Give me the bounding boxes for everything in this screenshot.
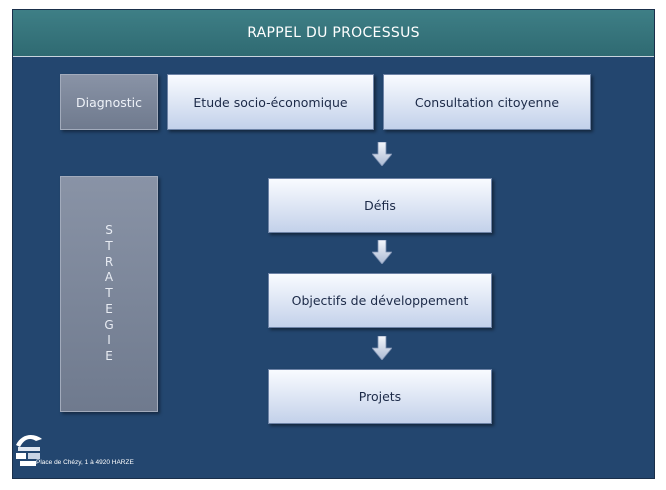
- footer-address: Place de Chézy, 1 à 4920 HARZE: [36, 459, 134, 466]
- projets-label: Projets: [358, 389, 402, 404]
- consultation-citoyenne-box: Consultation citoyenne: [383, 74, 591, 130]
- strategy-letter: T: [105, 286, 113, 301]
- etude-socio-economique-box: Etude socio-économique: [167, 74, 374, 130]
- title-bar: RAPPEL DU PROCESSUS: [13, 10, 654, 57]
- arrow-down-icon: [372, 240, 392, 264]
- municipal-logo-icon: [16, 435, 42, 466]
- strategy-letter: G: [104, 317, 114, 332]
- strategy-letter: R: [104, 254, 114, 269]
- projets-box: Projets: [268, 369, 492, 424]
- strategy-letter: T: [105, 239, 113, 254]
- strategy-letter: E: [105, 348, 113, 363]
- diagnostic-label: Diagnostic: [75, 94, 143, 110]
- strategy-letter: S: [105, 223, 113, 238]
- objectifs-label: Objectifs de développement: [291, 293, 469, 308]
- slide-title: RAPPEL DU PROCESSUS: [247, 25, 420, 41]
- strategy-letter: I: [107, 333, 111, 348]
- consultation-label: Consultation citoyenne: [414, 94, 560, 110]
- strategy-letter: A: [104, 270, 114, 285]
- objectifs-box: Objectifs de développement: [268, 273, 492, 328]
- strategy-letter: E: [105, 301, 113, 316]
- arrow-down-icon: [372, 336, 392, 360]
- diagnostic-box: Diagnostic: [60, 74, 158, 130]
- defis-box: Défis: [268, 178, 492, 233]
- arrow-down-icon: [372, 142, 392, 166]
- etude-label: Etude socio-économique: [193, 94, 348, 110]
- defis-label: Défis: [364, 198, 396, 213]
